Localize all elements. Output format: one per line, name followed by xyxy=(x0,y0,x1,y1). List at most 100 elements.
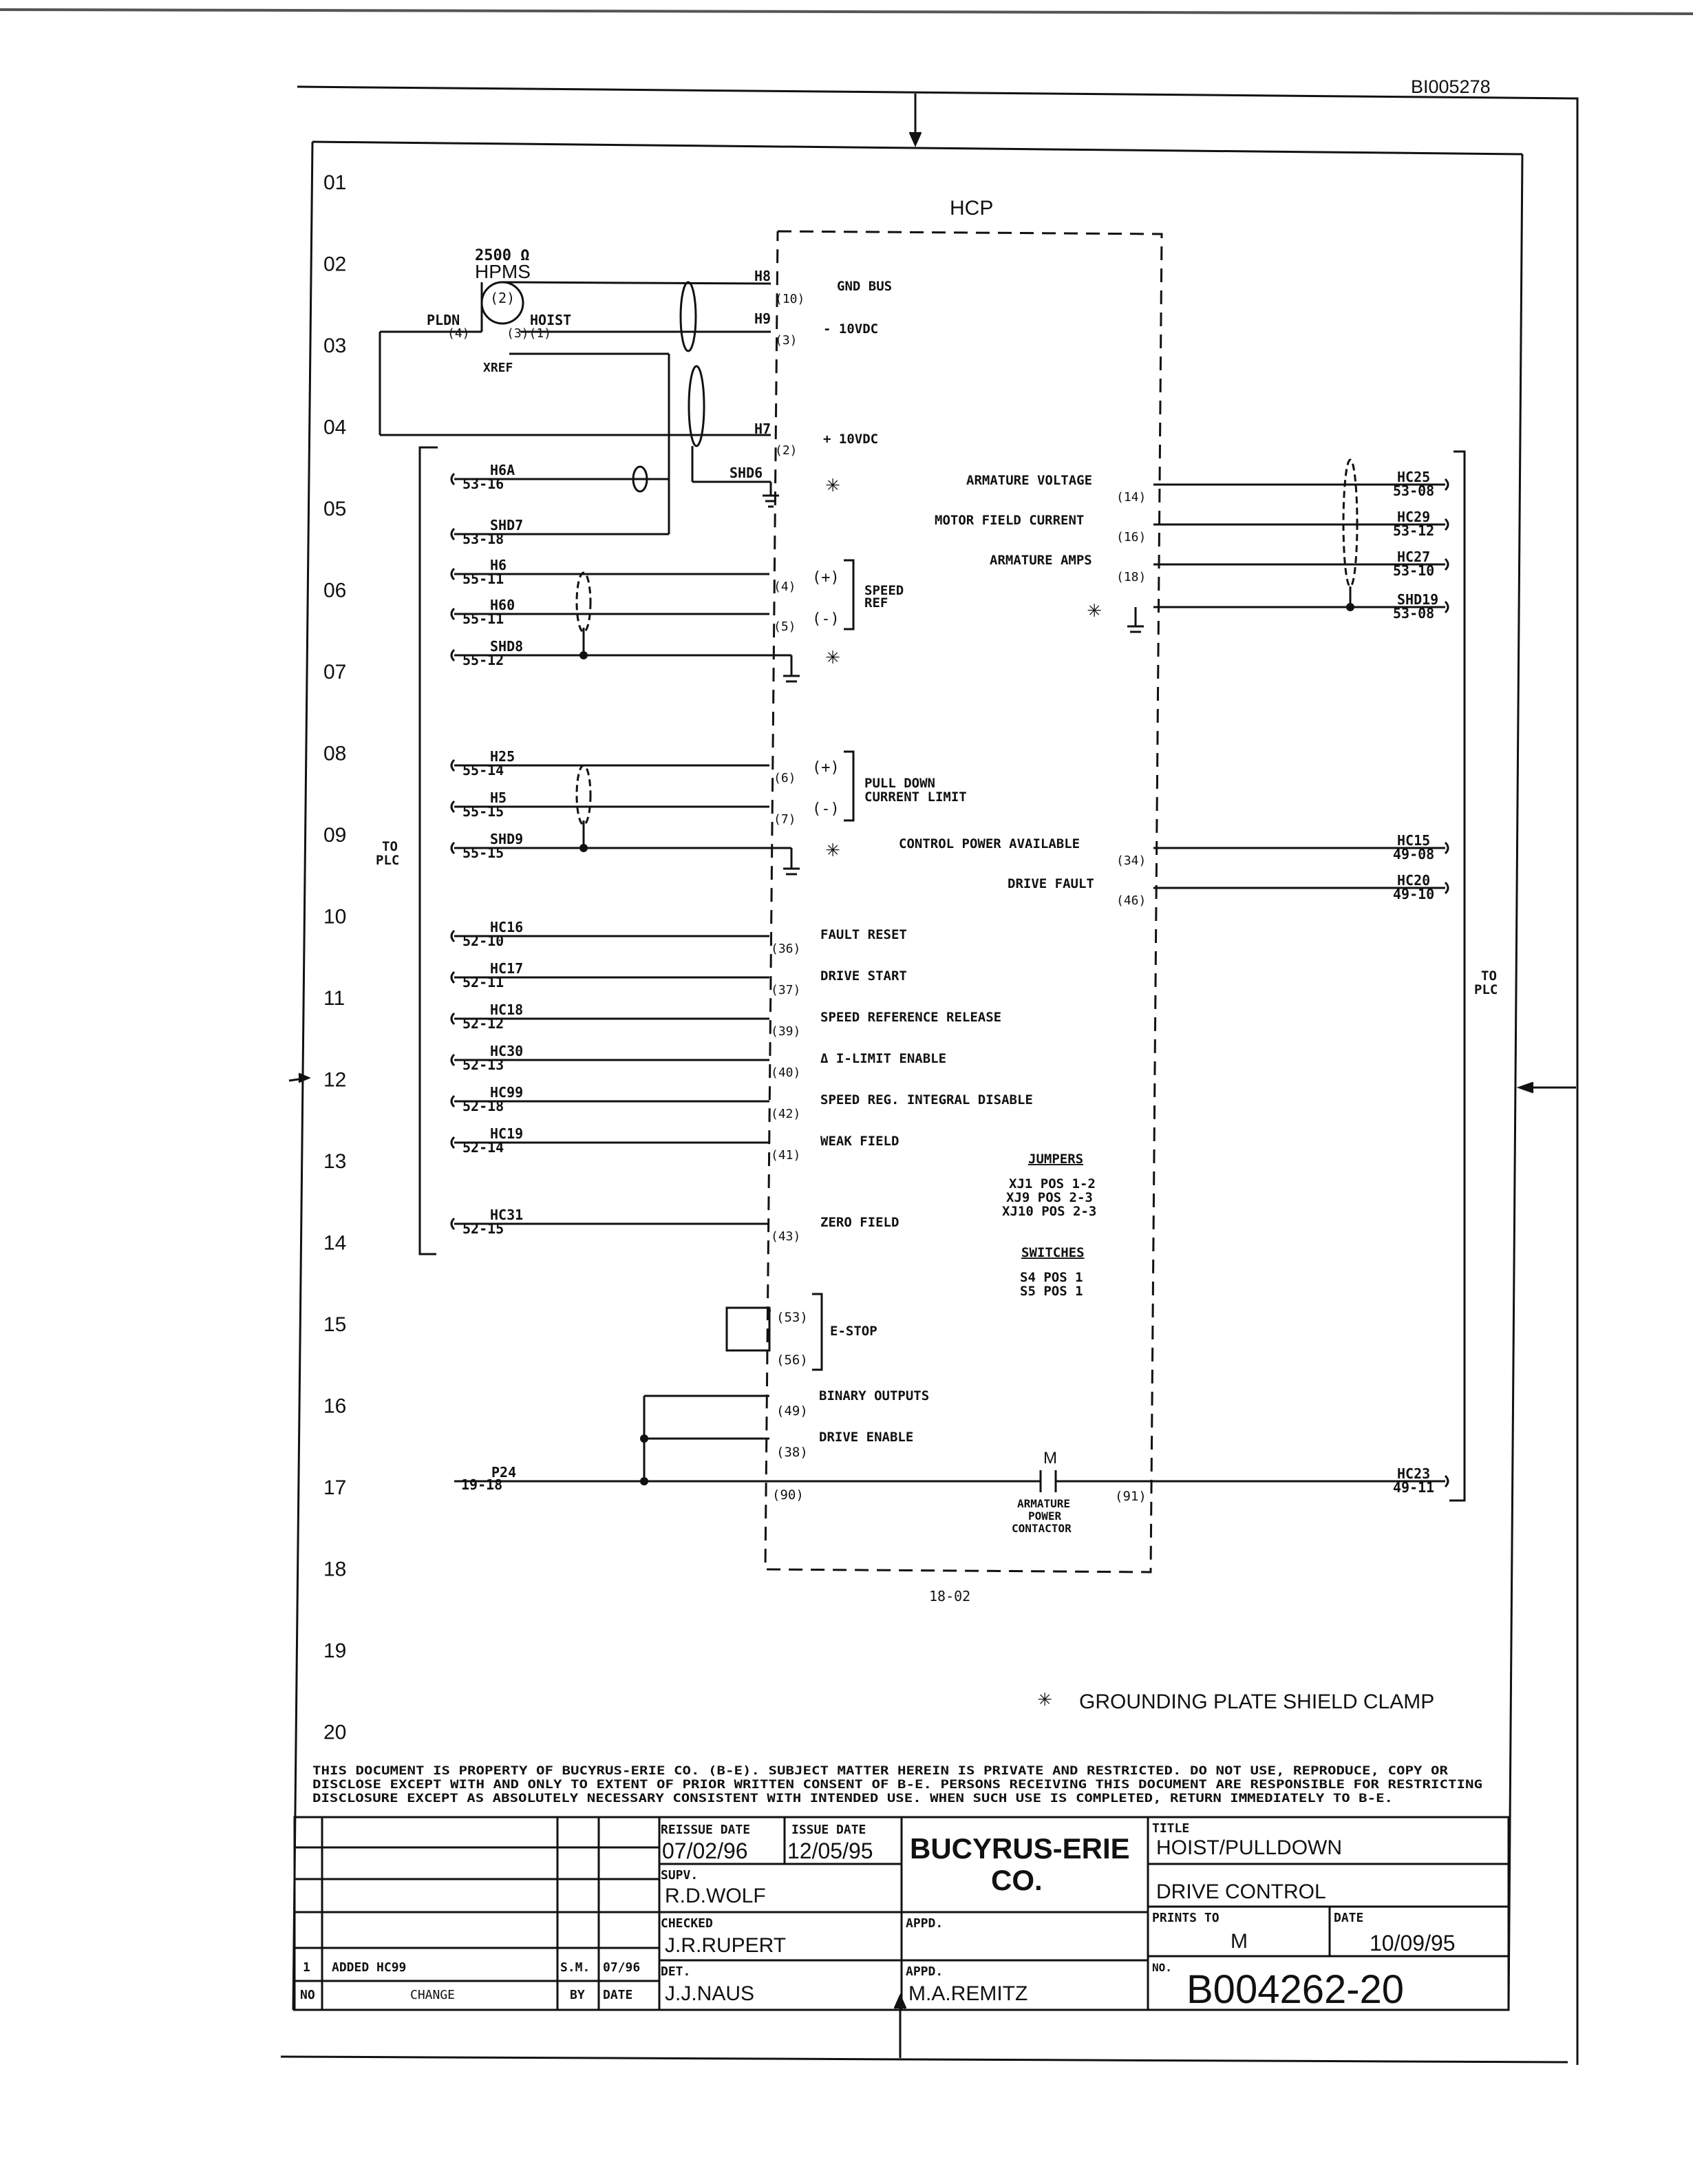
wire-ref: 55-15 xyxy=(462,803,504,820)
title-block: REISSUE DATE 07/02/96 ISSUE DATE 12/05/9… xyxy=(293,1816,1510,2012)
speed-ref-label-2: REF xyxy=(864,595,888,611)
estop-group: (53) (56) E-STOP xyxy=(725,1293,877,1371)
issue-date-label: ISSUE DATE xyxy=(791,1823,866,1837)
notice-line-1: THIS DOCUMENT IS PROPERTY OF BUCYRUS-ERI… xyxy=(312,1764,1449,1778)
right-output-label: CONTROL POWER AVAILABLE xyxy=(899,836,1080,851)
ground-note-symbol: ✳ xyxy=(1038,1684,1052,1712)
speed-ref-plus: (+) xyxy=(812,569,840,586)
ground-note: GROUNDING PLATE SHIELD CLAMP xyxy=(1079,1690,1434,1713)
rev-by: S.M. xyxy=(560,1960,590,1975)
plc-bracket-right xyxy=(1449,450,1466,1502)
right-output-pin: (16) xyxy=(1116,530,1146,544)
terminal-tag-h7: H7 xyxy=(754,421,771,437)
wire-ref: 55-12 xyxy=(462,652,504,668)
top-terminals: H8 (10) GND BUS H9 (3) - 10VDC H7 (2) + … xyxy=(679,268,892,508)
pull-down-group: (+) (-) PULL DOWN CURRENT LIMIT ✳ xyxy=(812,750,967,862)
output-label-drive-enable: DRIVE ENABLE xyxy=(819,1430,913,1445)
reissue-date: 07/02/96 xyxy=(662,1838,748,1863)
to-plc-left-2: PLC xyxy=(376,853,399,868)
checked-name: J.R.RUPERT xyxy=(665,1934,786,1957)
wire-tag: H60 xyxy=(490,597,515,613)
contactor-letter: M xyxy=(1043,1449,1057,1467)
row-number: 04 xyxy=(323,416,346,439)
plc-input-ref: 52-10 xyxy=(462,933,504,949)
right-output-label: MOTOR FIELD CURRENT xyxy=(935,513,1084,528)
wire-tag: H6A xyxy=(490,462,515,478)
hpms-pin4: (4) xyxy=(447,326,470,341)
output-pin-90: (90) xyxy=(772,1487,804,1503)
hpms-pin3: (3)(1) xyxy=(507,326,551,341)
company-name-1: BUCYRUS-ERIE xyxy=(910,1832,1130,1865)
hpms-xref: XREF xyxy=(483,361,513,375)
appd-name: M.A.REMITZ xyxy=(908,1982,1027,2005)
hcp-pin: (5) xyxy=(774,619,796,634)
plc-input-tag: HC18 xyxy=(490,1001,523,1018)
wire-ref: 53-16 xyxy=(462,476,504,492)
plc-input-label: SPEED REG. INTEGRAL DISABLE xyxy=(820,1092,1033,1107)
det-label: DET. xyxy=(661,1964,690,1979)
title-line-1: HOIST/PULLDOWN xyxy=(1156,1836,1342,1859)
rev-change: ADDED HC99 xyxy=(332,1960,406,1975)
date-value: 10/09/95 xyxy=(1370,1931,1456,1955)
plc-input-pin: (37) xyxy=(771,983,800,997)
rev-header-change: CHANGE xyxy=(410,1988,455,2002)
plc-input-pin: (42) xyxy=(771,1107,800,1121)
wire-ref: 53-18 xyxy=(462,531,504,547)
plc-input-label: ZERO FIELD xyxy=(820,1215,899,1230)
hcp-pin: (7) xyxy=(774,812,796,827)
checked-label: CHECKED xyxy=(661,1916,713,1931)
company-name-2: CO. xyxy=(991,1864,1043,1896)
output-group: (49) BINARY OUTPUTS (38) DRIVE ENABLE (9… xyxy=(454,1388,1445,1535)
wire-ref: 55-11 xyxy=(462,571,504,587)
estop-pin-2: (56) xyxy=(776,1353,808,1368)
terminal-label-gnd-bus: GND BUS xyxy=(837,279,892,294)
row-number: 03 xyxy=(323,335,346,357)
output-pin-binary: (49) xyxy=(776,1403,808,1419)
drawing-number: B004262-20 xyxy=(1186,1967,1404,2012)
right-output-ref: 49-10 xyxy=(1393,886,1434,902)
row-number: 19 xyxy=(323,1640,346,1662)
prints-to-value: M xyxy=(1231,1930,1248,1953)
plc-input-label: DRIVE START xyxy=(820,968,907,984)
plc-input-ref: 52-12 xyxy=(462,1015,504,1032)
to-plc-left-1: TO xyxy=(382,839,398,854)
row-number: 11 xyxy=(323,987,345,1010)
supv-name: R.D.WOLF xyxy=(665,1885,766,1907)
right-output-tag: SHD19 xyxy=(1397,591,1438,608)
plc-input-tag: HC17 xyxy=(490,960,523,977)
inner-border xyxy=(292,140,1524,2011)
plc-input-pin: (39) xyxy=(771,1024,800,1039)
row-number: 05 xyxy=(323,498,346,520)
row-number: 06 xyxy=(323,580,346,602)
plc-input-pin: (40) xyxy=(771,1066,800,1080)
jumpers-block: JUMPERS XJ1 POS 1-2 XJ9 POS 2-3 XJ10 POS… xyxy=(1002,1152,1096,1219)
rev-date: 07/96 xyxy=(603,1960,640,1975)
ground-mark-shd8: ✳ xyxy=(826,642,840,670)
speed-ref-label-1: SPEED xyxy=(864,583,904,598)
row-number: 13 xyxy=(323,1150,346,1173)
p24-ref: 19-18 xyxy=(461,1476,502,1493)
prints-to-label: PRINTS TO xyxy=(1152,1911,1220,1925)
terminal-pin-h8: (10) xyxy=(775,292,805,306)
wire-tag: SHD7 xyxy=(490,517,523,533)
plc-input-ref: 52-18 xyxy=(462,1098,504,1114)
shd6-label: SHD6 xyxy=(730,465,763,481)
speed-ref-group: (+) (-) SPEED REF ✳ xyxy=(812,559,904,670)
plc-input-tag: HC19 xyxy=(490,1125,523,1142)
right-output-tag: HC20 xyxy=(1397,872,1430,889)
plc-bracket-left xyxy=(418,446,438,1255)
hcp-pin: (6) xyxy=(774,771,796,785)
contactor-label-2: POWER xyxy=(1028,1509,1062,1523)
speed-ref-minus: (-) xyxy=(812,611,840,628)
